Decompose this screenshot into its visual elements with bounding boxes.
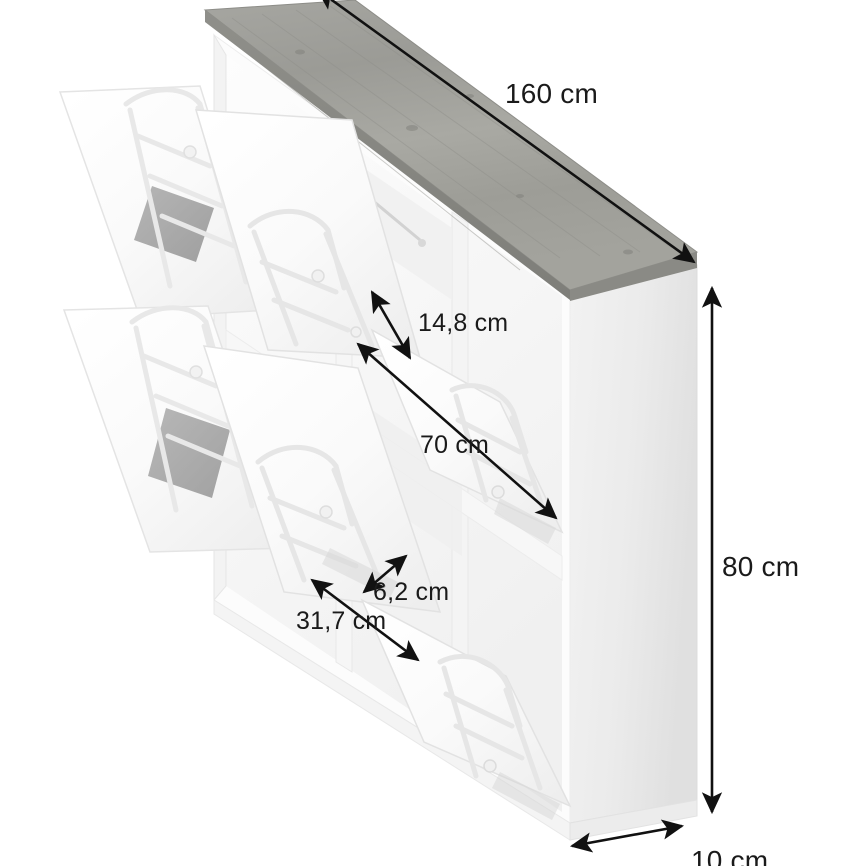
shoe-holder-frame [437,653,543,791]
flap-inner-shadow [492,772,560,820]
dimension-label-flap-inner-height: 14,8 cm [418,309,509,337]
dimension-label-flap-inner-width: 70 cm [420,431,490,459]
dimension-label-width: 160 cm [505,78,599,109]
dimension-label-compartment-width: 31,7 cm [296,607,387,635]
cabinet-top-panel-right-edge [570,252,697,301]
cabinet-right-side-panel [569,264,698,824]
dimension-label-depth: 10 cm [691,845,769,866]
dimension-line-compartment-depth [362,554,408,594]
dimension-line-compartment-width [310,578,420,662]
dimension-line-flap-width [356,342,558,520]
shoe-flap-lower-2[interactable] [202,345,442,613]
dimension-line-depth [569,819,685,853]
dimension-lines [310,0,723,853]
shoe-flap-row-lower[interactable] [62,305,572,820]
dimension-label-height: 80 cm [722,551,800,582]
dimension-line-width [316,0,696,264]
dimension-label-compartment-depth: 6,2 cm [373,578,450,606]
